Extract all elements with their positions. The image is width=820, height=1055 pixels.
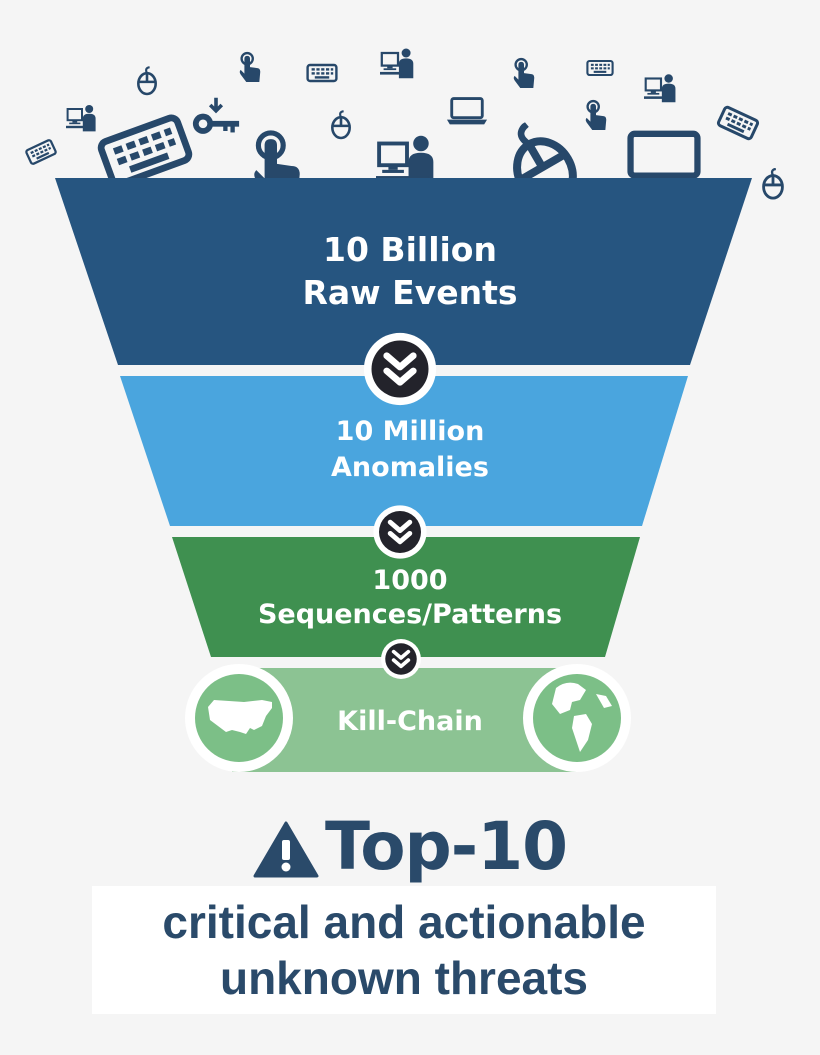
stage-sequences-name: Sequences/Patterns: [257, 599, 563, 630]
user-computer-icon: [380, 47, 415, 80]
mouse-icon: [762, 168, 784, 200]
funnel-stage-sequences: [172, 537, 640, 657]
touch-icon: [584, 99, 608, 132]
keyboard-icon: [99, 116, 191, 186]
mouse-icon: [136, 65, 158, 96]
stage-raw-events-label: 10 Billion Raw Events: [0, 228, 820, 314]
headline-title: Top-10: [324, 808, 568, 885]
chevron-down-icon: [364, 333, 436, 405]
stage-raw-events-count: 10 Billion: [323, 230, 497, 269]
stage-anomalies-count: 10 Million: [335, 416, 485, 447]
funnel-stage-anomalies: [120, 376, 688, 526]
stage-anomalies-name: Anomalies: [331, 452, 489, 483]
keyboard-icon: [24, 138, 58, 166]
keyboard-icon: [715, 104, 761, 142]
chevron-down-icon: [380, 638, 422, 680]
user-computer-icon: [644, 73, 677, 104]
mouse-icon: [330, 109, 352, 140]
usa-map-icon: [208, 700, 272, 734]
headline-subtitle-line-1: critical and actionable: [162, 896, 646, 948]
touch-icon: [512, 57, 536, 90]
key-icon: [191, 96, 241, 136]
headline: Top-10: [0, 808, 820, 885]
stage-sequences-label: 1000 Sequences/Patterns: [0, 564, 820, 632]
headline-subtitle-box: critical and actionable unknown threats: [92, 886, 716, 1014]
keyboard-icon: [586, 59, 614, 77]
chevron-down-icon: [373, 505, 426, 558]
touch-icon: [238, 51, 262, 84]
stage-sequences-count: 1000: [372, 565, 448, 596]
laptop-icon: [446, 97, 488, 126]
warning-icon: [253, 821, 319, 877]
stage-anomalies-label: 10 Million Anomalies: [0, 414, 820, 486]
funnel-stage-raw-events: [55, 178, 752, 365]
headline-subtitle-line-2: unknown threats: [219, 952, 589, 1004]
user-computer-icon: [66, 104, 97, 133]
funnel-stage-kill-chain: [185, 664, 631, 772]
keyboard-icon: [306, 63, 338, 83]
stage-kill-chain-label: Kill-Chain: [337, 706, 483, 737]
stage-raw-events-name: Raw Events: [302, 273, 518, 312]
